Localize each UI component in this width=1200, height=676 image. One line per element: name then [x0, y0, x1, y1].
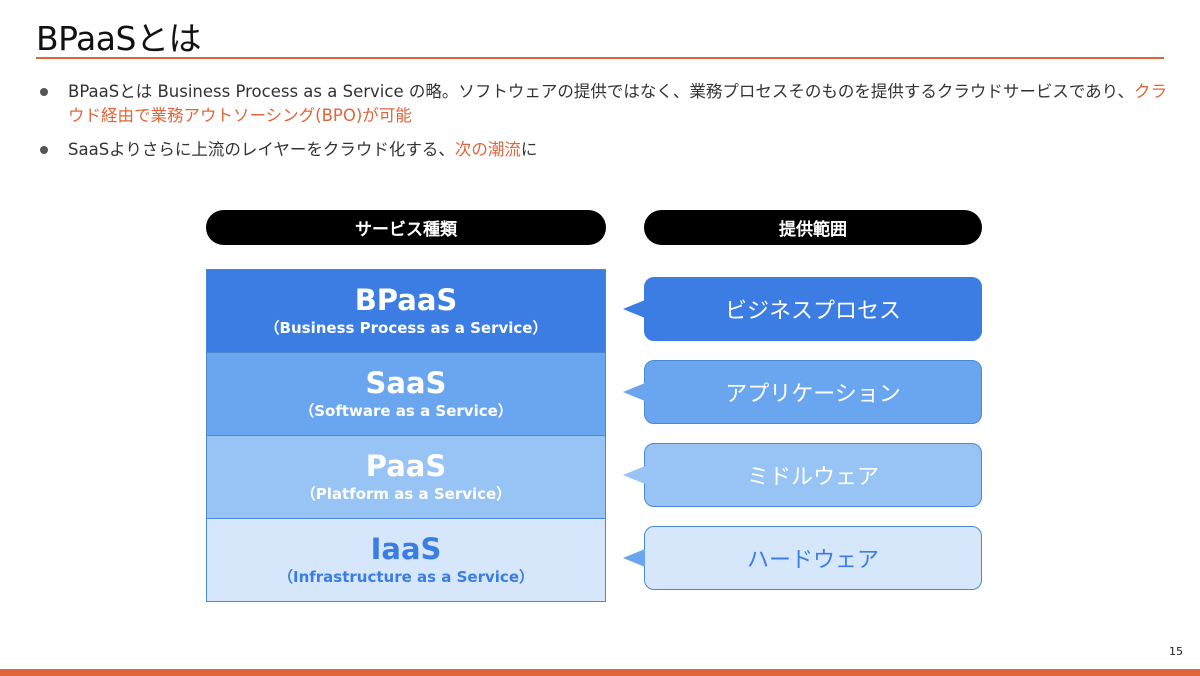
layer-subtitle: （Software as a Service）: [299, 402, 513, 420]
service-type-header: サービス種類: [206, 210, 606, 245]
scope-callout-middleware: ミドルウェア: [623, 443, 982, 507]
layer-subtitle: （Business Process as a Service）: [264, 319, 548, 337]
layer-bpaas: BPaaS （Business Process as a Service）: [206, 269, 606, 353]
slide-title: BPaaSとは: [36, 19, 201, 58]
bullet-highlight: 次の潮流: [454, 140, 521, 159]
layer-name: IaaS: [370, 532, 442, 566]
layer-paas: PaaS （Platform as a Service）: [206, 436, 606, 519]
bullet-item: BPaaSとは Business Process as a Service の略…: [40, 80, 1170, 128]
layer-subtitle: （Platform as a Service）: [300, 485, 512, 503]
layer-name: SaaS: [365, 366, 447, 400]
bullet-item: SaaSよりさらに上流のレイヤーをクラウド化する、次の潮流に: [40, 138, 1170, 162]
scope-header: 提供範囲: [644, 210, 982, 245]
service-layer-stack: BPaaS （Business Process as a Service） Sa…: [206, 269, 606, 602]
layer-saas: SaaS （Software as a Service）: [206, 353, 606, 436]
layer-iaas: IaaS （Infrastructure as a Service）: [206, 519, 606, 602]
layer-name: BPaaS: [354, 283, 458, 317]
bullet-text-after: に: [520, 140, 538, 159]
bullet-text: SaaSよりさらに上流のレイヤーをクラウド化する、: [68, 140, 455, 159]
footer-accent-bar: [0, 669, 1200, 676]
bullet-highlight: クラウド経由で業務アウトソーシング(BPO)が可能: [68, 82, 1168, 125]
title-divider: [36, 57, 1164, 59]
page-number: 15: [1169, 645, 1183, 658]
bullet-dot-icon: [40, 146, 48, 154]
scope-callout-application: アプリケーション: [623, 360, 982, 424]
layer-name: PaaS: [365, 449, 447, 483]
bullet-dot-icon: [40, 88, 48, 96]
layer-subtitle: （Infrastructure as a Service）: [278, 568, 534, 586]
bullet-list: BPaaSとは Business Process as a Service の略…: [40, 80, 1170, 172]
scope-callout-hardware: ハードウェア: [623, 526, 982, 590]
bullet-text: BPaaSとは Business Process as a Service の略…: [68, 82, 1135, 101]
scope-callout-business-process: ビジネスプロセス: [623, 277, 982, 341]
